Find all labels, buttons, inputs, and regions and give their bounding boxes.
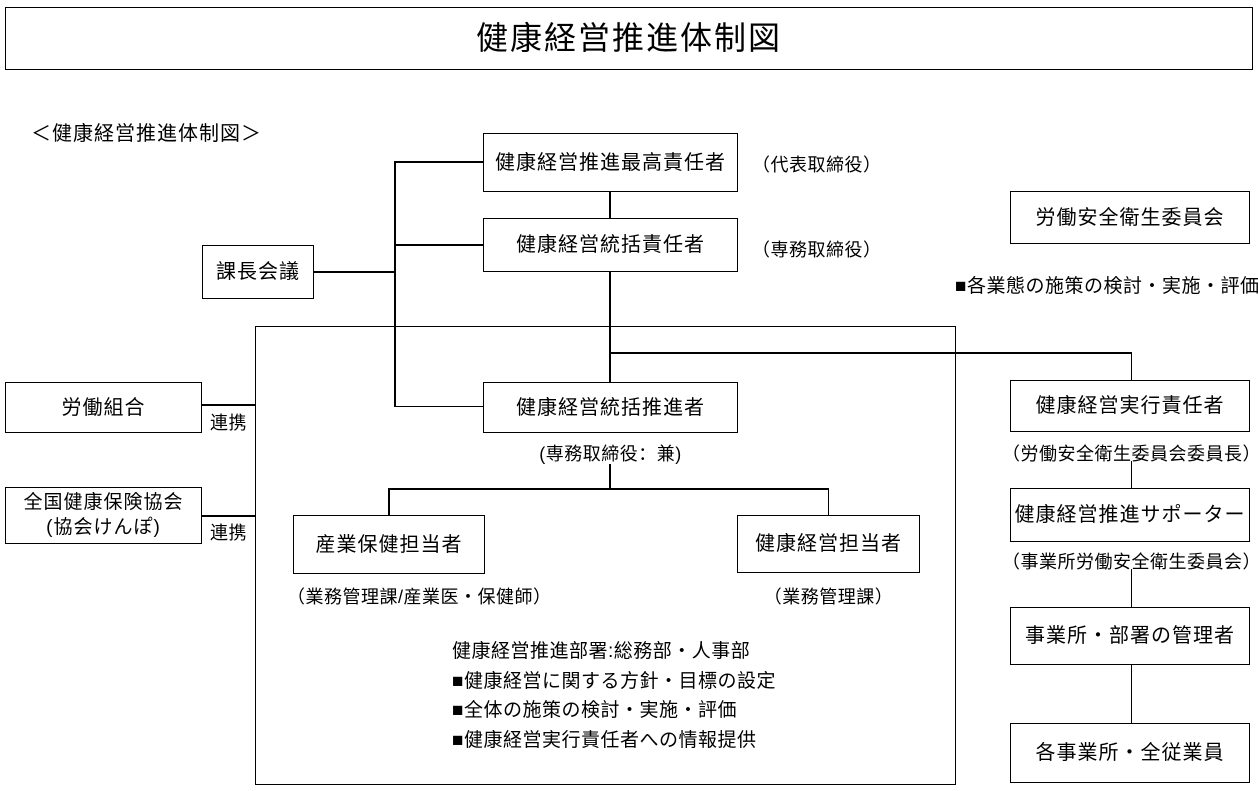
node-promoter-sub-note: (専務取締役：兼) [539, 444, 682, 464]
node-general-manager: 健康経営統括責任者 [483, 218, 738, 272]
connector-union-link [201, 404, 256, 406]
connector-branch-executive [609, 352, 1132, 354]
node-occupational-health-staff: 産業保健担当者 [293, 515, 485, 574]
safety-committee-note: ■各業態の施策の検討・実施・評価 [955, 276, 1258, 297]
node-supreme-leader: 健康経営推進最高責任者 [483, 133, 738, 192]
node-labor-union: 労働組合 [5, 382, 202, 433]
node-kenpo-association: 全国健康保険協会 (協会けんぽ) [5, 487, 202, 544]
connector-kyokai-link [201, 515, 256, 517]
connector-managers-employees [1130, 664, 1132, 724]
node-health-management-staff-label: 健康経営担当者 [755, 533, 902, 555]
node-executive-leader-label: 健康経営実行責任者 [1035, 395, 1225, 417]
node-site-managers: 事業所・部署の管理者 [1010, 607, 1250, 665]
page-title: 健康経営推進体制図 [475, 19, 782, 56]
kenpo-link-label: 連携 [210, 523, 247, 543]
node-health-management-staff: 健康経営担当者 [737, 515, 920, 573]
diagram-subtitle: ＜健康経営推進体制図＞ [31, 123, 262, 145]
node-occupational-health-staff-label: 産業保健担当者 [315, 533, 463, 556]
connector-rail-supreme [394, 161, 483, 163]
connector-rail-general [394, 244, 483, 246]
node-promoter: 健康経営統括推進者 [483, 382, 738, 433]
node-site-managers-label: 事業所・部署の管理者 [1025, 625, 1235, 647]
connector-drop-executive [1130, 352, 1132, 381]
node-safety-committee-label: 労働安全衛生委員会 [1035, 206, 1225, 229]
node-health-staff-sub-note: （業務管理課） [763, 587, 894, 607]
node-promotion-supporter-label: 健康経営推進サポーター [1014, 504, 1246, 526]
connector-supporter-managers [1130, 569, 1132, 608]
connector-kacho-rail [313, 271, 395, 273]
connector-rail-promoter [394, 405, 483, 407]
connector-left-rail [394, 161, 396, 407]
node-section-chief-meeting-label: 課長会議 [216, 261, 300, 283]
dept-notes-block: 健康経営推進部署:総務部・人事部 ■健康経営に関する方針・目標の設定 ■全体の施… [452, 637, 776, 755]
node-labor-union-label: 労働組合 [61, 396, 146, 419]
node-kenpo-line1: 全国健康保険協会 [23, 491, 184, 513]
title-box: 健康経営推進体制図 [5, 7, 1253, 70]
connector-executive-supporter [1130, 461, 1132, 489]
connector-branch-tanto [388, 488, 829, 490]
node-general-manager-side-note: （専務取締役） [752, 240, 882, 260]
node-section-chief-meeting: 課長会議 [202, 245, 314, 299]
connector-drop-health-staff [827, 488, 829, 516]
node-safety-committee: 労働安全衛生委員会 [1010, 191, 1250, 244]
node-kenpo-line2: (協会けんぽ) [46, 516, 161, 538]
node-executive-leader: 健康経営実行責任者 [1010, 380, 1250, 432]
promotion-dept-frame [255, 326, 956, 785]
node-occupational-sub-note: （業務管理課/産業医・保健師） [287, 587, 552, 607]
node-kenpo-association-label: 全国健康保険協会 (協会けんぽ) [23, 491, 183, 540]
node-supreme-leader-side-note: （代表取締役） [752, 155, 882, 175]
node-supporter-sub-note: （事業所労働安全衛生委員会） [1002, 552, 1258, 572]
connector-supreme-general [609, 191, 611, 219]
node-general-manager-label: 健康経営統括責任者 [516, 234, 705, 256]
node-executive-sub-note: （労働安全衛生委員会委員長） [1002, 444, 1258, 464]
node-promotion-supporter: 健康経営推進サポーター [1010, 488, 1250, 542]
dept-note-line4: ■健康経営実行責任者への情報提供 [452, 729, 757, 751]
dept-note-line3: ■全体の施策の検討・実施・評価 [452, 700, 737, 721]
node-all-employees-label: 各事業所・全従業員 [1035, 742, 1225, 764]
union-link-label: 連携 [210, 413, 247, 433]
dept-note-line1: 健康経営推進部署:総務部・人事部 [452, 641, 751, 662]
node-supreme-leader-label: 健康経営推進最高責任者 [495, 151, 726, 174]
dept-note-line2: ■健康経営に関する方針・目標の設定 [452, 670, 776, 692]
node-all-employees: 各事業所・全従業員 [1010, 723, 1250, 783]
connector-promoter-feed [609, 464, 611, 489]
connector-drop-occupational [388, 488, 390, 516]
connector-general-promoter [609, 271, 611, 383]
node-promoter-label: 健康経営統括推進者 [516, 396, 705, 419]
